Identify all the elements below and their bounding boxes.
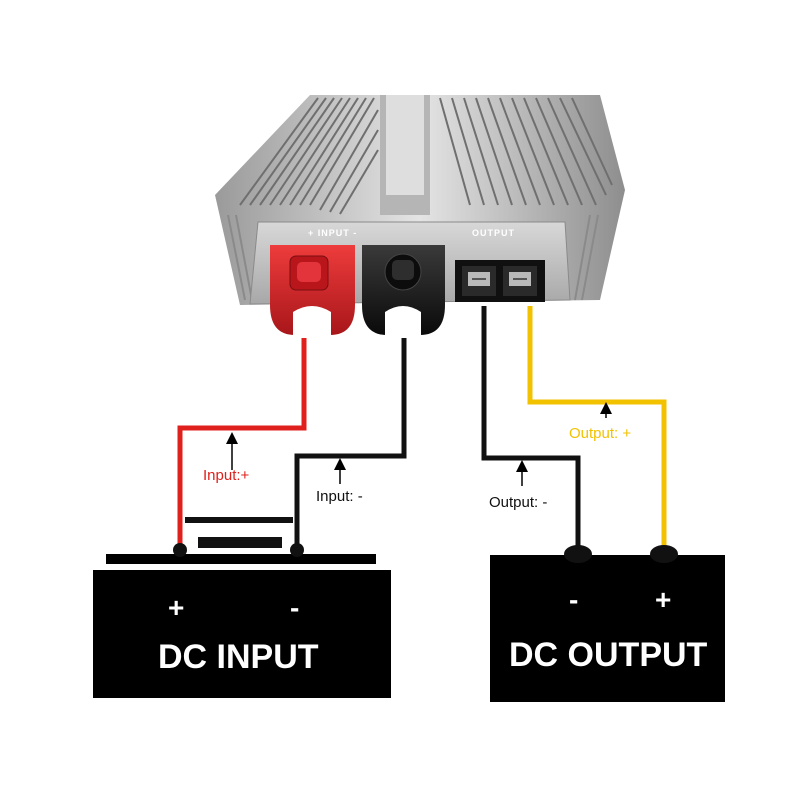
input-positive-wire [177, 338, 307, 550]
dc-output-load: - + DC OUTPUT [490, 545, 725, 702]
dc-input-top-bar [106, 554, 376, 564]
input-positive-post [173, 543, 187, 557]
input-negative-wire [294, 338, 407, 550]
output-terminal-block [455, 260, 545, 302]
output-positive-post [650, 545, 678, 563]
dc-input-box [93, 570, 391, 698]
output-positive-label: Output: + [569, 425, 631, 442]
input-plate-label: + INPUT - [308, 228, 357, 238]
arrow-up-icon [600, 402, 612, 418]
output-negative-wire [481, 306, 581, 548]
arrow-up-icon [516, 460, 528, 486]
input-negative-label: Input: - [316, 488, 363, 505]
arrow-up-icon [334, 458, 346, 484]
output-positive-wire [527, 306, 667, 548]
output-negative-post [564, 545, 592, 563]
heatsink-fins-left [239, 97, 379, 215]
dc-input-title: DC INPUT [158, 638, 319, 676]
heatsink-channel-top [386, 95, 424, 195]
arrow-up-icon [226, 432, 238, 470]
dc-output-box [490, 555, 725, 702]
dc-input-minus-sign: - [290, 592, 299, 623]
side-fins [227, 214, 599, 301]
dc-output-title: DC OUTPUT [509, 636, 708, 674]
input-negative-terminal [362, 245, 445, 335]
output-negative-label: Output: - [489, 494, 547, 511]
dc-input-plus-sign: + [168, 592, 184, 623]
dc-input-source: + - DC INPUT [93, 517, 391, 698]
converter-device: + INPUT - OUTPUT [215, 95, 625, 335]
input-positive-terminal [270, 245, 355, 335]
fuse-icon [185, 517, 293, 548]
input-positive-label: Input:+ [203, 467, 250, 484]
heatsink-fins-right [439, 97, 613, 206]
dc-output-plus-sign: + [655, 584, 671, 615]
output-plate-label: OUTPUT [472, 228, 515, 238]
input-negative-post [290, 543, 304, 557]
dc-output-minus-sign: - [569, 584, 578, 615]
